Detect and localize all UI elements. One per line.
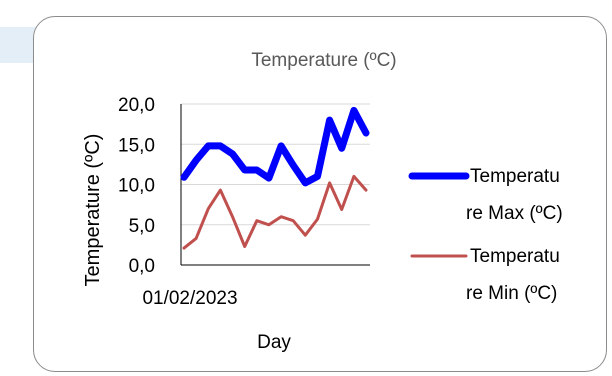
y-tick-label: 5,0 — [129, 216, 155, 237]
legend-label-max: re Max (ºC) — [466, 203, 563, 224]
legend: Temperatu re Max (ºC) Temperatu re Min (ºC) — [408, 166, 563, 304]
y-tick-label: 10,0 — [118, 176, 155, 197]
x-tick-labels: 01/02/2023 — [142, 288, 237, 309]
chart-frame — [33, 16, 607, 372]
y-tick-label: 0,0 — [129, 256, 155, 277]
x-axis-title: Day — [257, 332, 291, 353]
legend-label-min: Temperatu — [470, 246, 560, 267]
y-axis-title: Temperature (ºC) — [82, 134, 104, 287]
series-line-min — [182, 174, 368, 250]
axes — [180, 104, 370, 266]
series-lines — [180, 106, 370, 250]
y-tick-label: 20,0 — [118, 95, 155, 116]
series-line-max — [180, 106, 370, 187]
chart-title: Temperature (ºC) — [251, 50, 396, 71]
legend-label-max: Temperatu — [470, 166, 560, 187]
x-tick-label: 01/02/2023 — [142, 288, 237, 309]
y-tick-labels: 0,0 5,0 10,0 15,0 20,0 — [118, 95, 155, 277]
legend-label-min: re Min (ºC) — [466, 283, 557, 304]
y-tick-label: 15,0 — [118, 135, 155, 156]
